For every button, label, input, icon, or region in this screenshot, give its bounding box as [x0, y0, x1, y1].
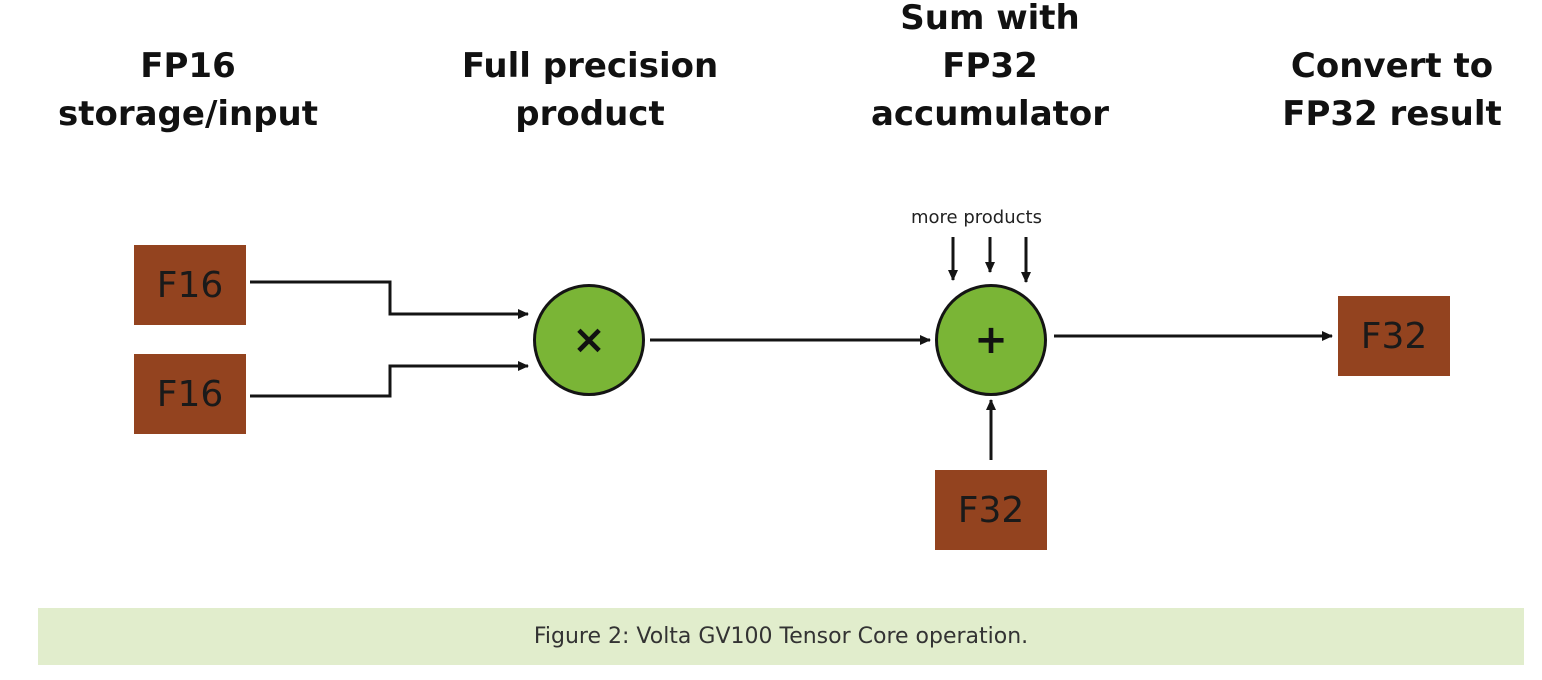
stage-title-line: FP32 result: [1282, 94, 1502, 134]
figure-caption: Figure 2: Volta GV100 Tensor Core operat…: [38, 608, 1524, 665]
multiply-operator: ×: [533, 284, 645, 396]
wire-input-b-to-multiply: [250, 361, 529, 398]
stage-title-line: Convert to: [1290, 46, 1494, 86]
register-input-a: F16: [134, 245, 246, 325]
stage-title-sum-with-accumulator: Sum with FP32 accumulator: [840, 0, 1140, 138]
register-input-b: F16: [134, 354, 246, 434]
stage-title-full-precision-product: Full precision product: [440, 42, 740, 138]
stage-title-line: FP32: [942, 46, 1038, 86]
stage-title-line: FP16: [140, 46, 236, 86]
register-result: F32: [1338, 296, 1450, 376]
more-products-label: more products: [911, 207, 1042, 228]
stage-title-line: storage/input: [57, 94, 319, 134]
stage-title-line: accumulator: [870, 94, 1110, 134]
add-operator: +: [935, 284, 1047, 396]
stage-title-line: product: [515, 94, 665, 134]
wire-input-a-to-multiply: [250, 280, 529, 319]
register-accumulator-in: F32: [935, 470, 1047, 550]
stage-title-line: Full precision: [461, 46, 719, 86]
stage-title-line: Sum with: [900, 0, 1080, 38]
stage-title-fp16-storage: FP16 storage/input: [38, 42, 338, 138]
stage-title-convert-result: Convert to FP32 result: [1242, 42, 1542, 138]
